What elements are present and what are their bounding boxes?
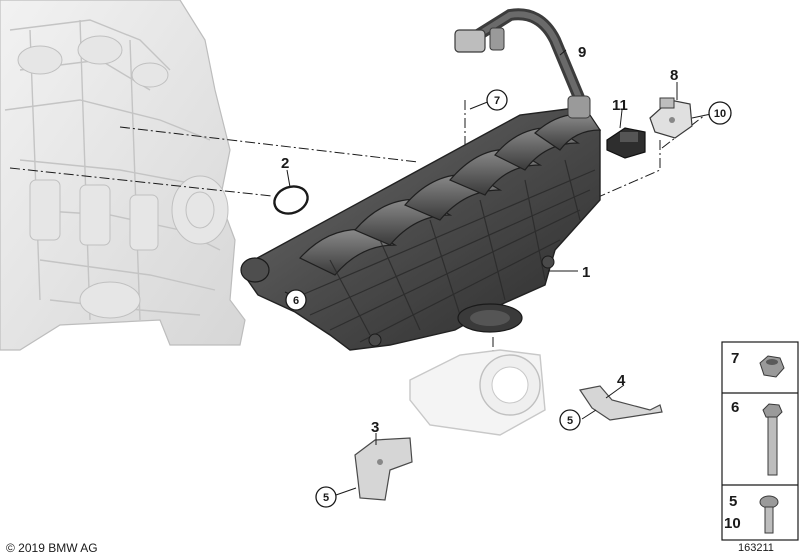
legend-row3-number-b: 10 — [724, 515, 741, 532]
callout-5a-circled: 5 — [559, 409, 581, 431]
callout-11: 11 — [612, 97, 628, 114]
callout-6: 6 — [293, 295, 299, 307]
callout-3: 3 — [371, 419, 379, 436]
vent-hose — [454, 8, 591, 119]
diagram-number: 163211 — [738, 542, 774, 554]
callout-10-circled: 10 — [708, 101, 732, 125]
callout-7: 7 — [494, 95, 500, 107]
callout-4: 4 — [617, 372, 626, 389]
hex-nut-icon — [759, 355, 785, 378]
sealing-ring — [273, 185, 309, 215]
throttle-body — [409, 349, 546, 436]
callout-6-circled: 6 — [285, 289, 307, 311]
intake-manifold — [240, 107, 602, 351]
copyright-notice: © 2019 BMW AG — [6, 541, 98, 555]
engine-block-illustration — [0, 0, 246, 351]
sensor — [606, 127, 646, 159]
callout-10: 10 — [714, 108, 726, 120]
bracket-3 — [354, 437, 413, 501]
callout-2: 2 — [281, 155, 289, 172]
legend-row3-number-a: 5 — [729, 493, 737, 510]
torx-screw-icon — [759, 495, 779, 534]
callout-5b: 5 — [323, 492, 329, 504]
callout-8: 8 — [670, 67, 678, 84]
legend-row1-number: 7 — [731, 350, 739, 367]
callout-1: 1 — [582, 264, 590, 281]
bracket-4 — [579, 385, 663, 421]
callout-5b-circled: 5 — [315, 486, 337, 508]
fastener-legend: 7 6 5 10 — [721, 341, 799, 541]
sensor-bracket — [649, 97, 693, 139]
callout-5a: 5 — [567, 415, 573, 427]
bolt-icon — [762, 403, 783, 476]
callout-9: 9 — [578, 44, 586, 61]
legend-row2-number: 6 — [731, 399, 739, 416]
callout-7-circled: 7 — [486, 89, 508, 111]
